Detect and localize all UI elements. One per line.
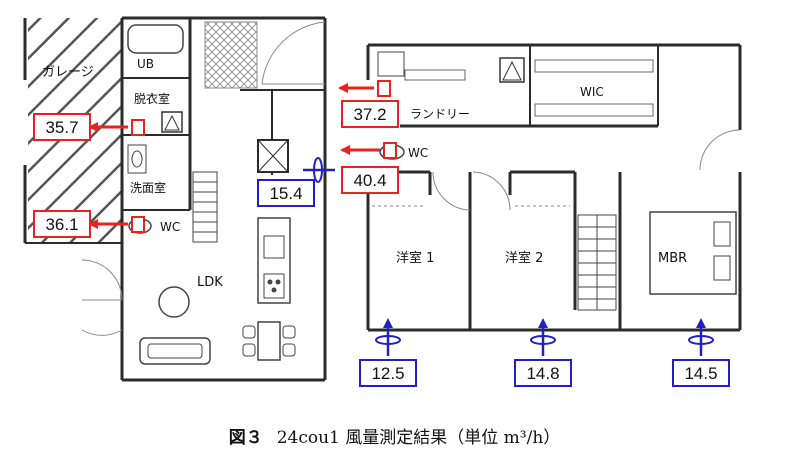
sofa	[139, 337, 211, 365]
figure-title: 24cou1 風量測定結果（単位 m³/h）	[276, 428, 561, 448]
ground-floor	[23, 16, 327, 382]
label-wic: WIC	[580, 85, 604, 99]
value-stair-duct: 15.4	[269, 184, 302, 203]
label-wc2: WC	[408, 146, 428, 160]
value-mbr: 14.5	[684, 364, 717, 383]
figure-caption: 図３ 24cou1 風量測定結果（単位 m³/h）	[0, 423, 789, 448]
value-garage-lower: 36.1	[45, 215, 78, 234]
label-datsuishitsu: 脱衣室	[134, 91, 170, 106]
upper-floor	[366, 43, 742, 332]
round-table	[158, 286, 190, 318]
supply-markers	[257, 157, 730, 387]
value-wc2: 40.4	[353, 171, 386, 190]
label-wc1: WC	[160, 220, 180, 234]
bathtub	[127, 24, 184, 54]
storage-hatch	[204, 21, 258, 89]
label-garage: ガレージ	[42, 65, 94, 80]
label-yoshitsu2: 洋室 2	[505, 250, 543, 266]
label-mbr: MBR	[658, 251, 687, 266]
label-ldk: LDK	[197, 275, 223, 290]
value-yoshitsu2: 14.8	[526, 364, 559, 383]
label-laundry: ランドリー	[410, 107, 470, 121]
label-ub: UB	[137, 57, 154, 71]
label-senmenshitsu: 洗面室	[130, 180, 166, 195]
value-garage-upper: 35.7	[45, 118, 78, 137]
ground-stairs	[192, 171, 218, 243]
dining-table	[257, 321, 281, 361]
floor-plan: ガレージ UB 脱衣室 洗面室 WC LDK	[23, 16, 742, 387]
value-yoshitsu1: 12.5	[371, 364, 404, 383]
exhaust-markers	[33, 80, 399, 238]
label-yoshitsu1: 洋室 1	[396, 250, 434, 266]
figure-number: 図３	[228, 428, 263, 448]
upper-stairs	[577, 214, 617, 311]
value-laundry: 37.2	[353, 105, 386, 124]
